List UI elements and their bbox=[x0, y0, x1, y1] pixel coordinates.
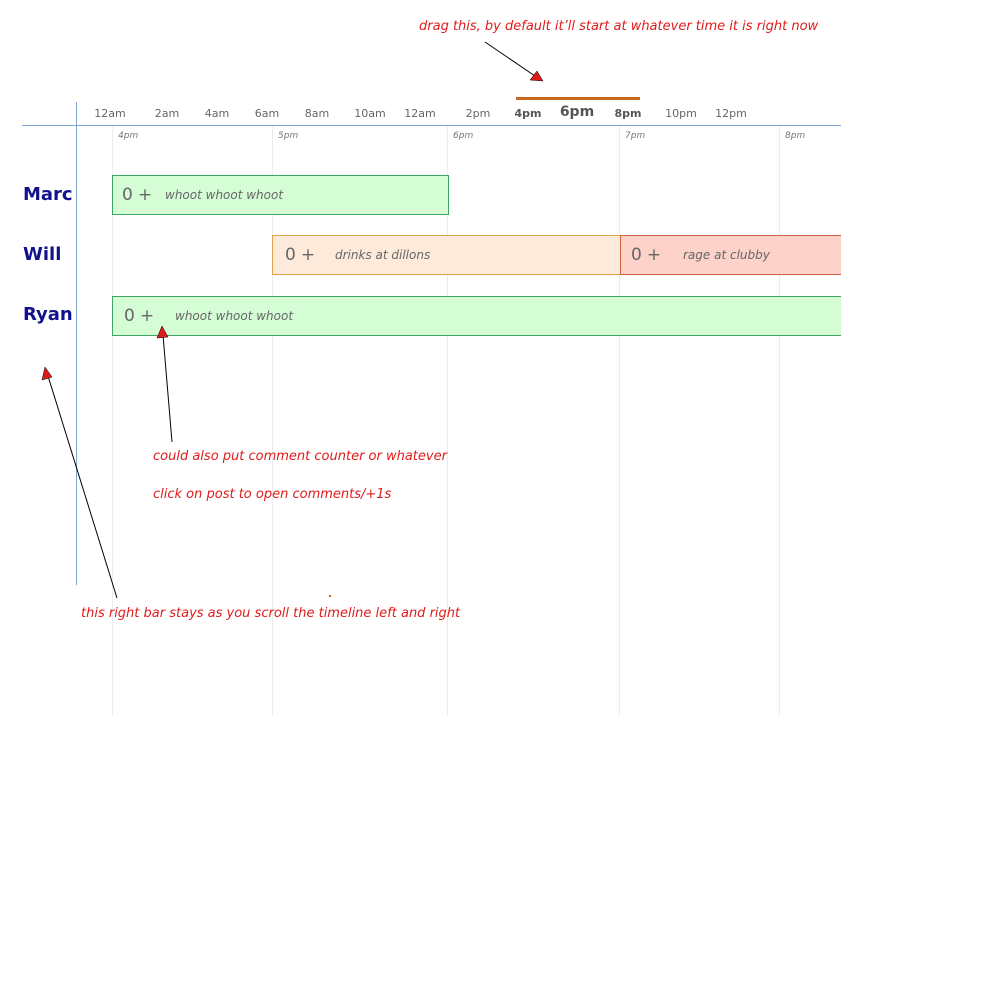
hour-tick: 5pm bbox=[278, 131, 299, 141]
post-ryan-whoot[interactable]: 0+ whoot whoot whoot bbox=[112, 296, 841, 336]
hour-label-selected-end: 8pm bbox=[614, 107, 642, 120]
hour-label: 2am bbox=[154, 107, 180, 120]
post-marc-whoot[interactable]: 0+ whoot whoot whoot bbox=[112, 175, 449, 215]
hour-label: 12pm bbox=[715, 107, 747, 120]
annotation-sidebar: this right bar stays as you scroll the t… bbox=[81, 606, 461, 621]
plus-one-counter[interactable]: 0+ bbox=[124, 306, 154, 326]
plus-one-button[interactable]: + bbox=[137, 185, 153, 205]
hour-tick: 8pm bbox=[785, 131, 806, 141]
hour-label: 12am bbox=[404, 107, 436, 120]
hour-label-selected-start: 4pm bbox=[514, 107, 542, 120]
grid-line bbox=[447, 126, 448, 716]
post-text: whoot whoot whoot bbox=[165, 188, 284, 202]
post-will-rage[interactable]: 0+ rage at clubby bbox=[620, 235, 841, 275]
plus-one-counter[interactable]: 0+ bbox=[631, 245, 661, 265]
timeline-axis-line bbox=[22, 125, 841, 126]
post-will-drinks[interactable]: 0+ drinks at dillons bbox=[272, 235, 621, 275]
hour-label: 12am bbox=[94, 107, 126, 120]
grid-line bbox=[272, 126, 273, 716]
hour-label: 10pm bbox=[665, 107, 697, 120]
hour-tick: 6pm bbox=[453, 131, 474, 141]
comment-count: 0 bbox=[631, 245, 642, 265]
comment-count: 0 bbox=[124, 306, 135, 326]
plus-one-counter[interactable]: 0+ bbox=[285, 245, 315, 265]
grid-line bbox=[619, 126, 620, 716]
sidebar-divider bbox=[76, 102, 77, 585]
person-name-will[interactable]: Will bbox=[23, 244, 62, 265]
comment-count: 0 bbox=[285, 245, 296, 265]
stray-dot bbox=[329, 595, 331, 597]
plus-one-button[interactable]: + bbox=[139, 306, 155, 326]
hour-label: 10am bbox=[354, 107, 386, 120]
hour-tick: 7pm bbox=[625, 131, 646, 141]
hour-label-selected-center: 6pm bbox=[559, 104, 595, 120]
annotation-counter: could also put comment counter or whatev… bbox=[153, 449, 447, 464]
person-name-marc[interactable]: Marc bbox=[23, 184, 73, 205]
arrow-to-sidebar bbox=[41, 366, 118, 599]
hour-label: 8am bbox=[304, 107, 330, 120]
hour-label: 2pm bbox=[465, 107, 491, 120]
plus-one-counter[interactable]: 0+ bbox=[122, 185, 152, 205]
plus-one-button[interactable]: + bbox=[646, 245, 662, 265]
annotation-drag: drag this, by default it’ll start at wha… bbox=[419, 19, 819, 34]
person-name-ryan[interactable]: Ryan bbox=[23, 304, 73, 325]
hour-label: 4am bbox=[204, 107, 230, 120]
time-range-drag-handle[interactable] bbox=[516, 97, 640, 100]
post-text: drinks at dillons bbox=[335, 248, 431, 262]
comment-count: 0 bbox=[122, 185, 133, 205]
grid-line bbox=[779, 126, 780, 716]
post-text: whoot whoot whoot bbox=[175, 309, 294, 323]
hour-label: 6am bbox=[254, 107, 280, 120]
plus-one-button[interactable]: + bbox=[300, 245, 316, 265]
annotation-click: click on post to open comments/+1s bbox=[153, 487, 392, 502]
hour-tick: 4pm bbox=[118, 131, 139, 141]
arrow-to-drag-handle bbox=[484, 41, 544, 82]
grid-line bbox=[112, 126, 113, 716]
post-text: rage at clubby bbox=[683, 248, 770, 262]
arrow-to-counter bbox=[156, 325, 173, 443]
